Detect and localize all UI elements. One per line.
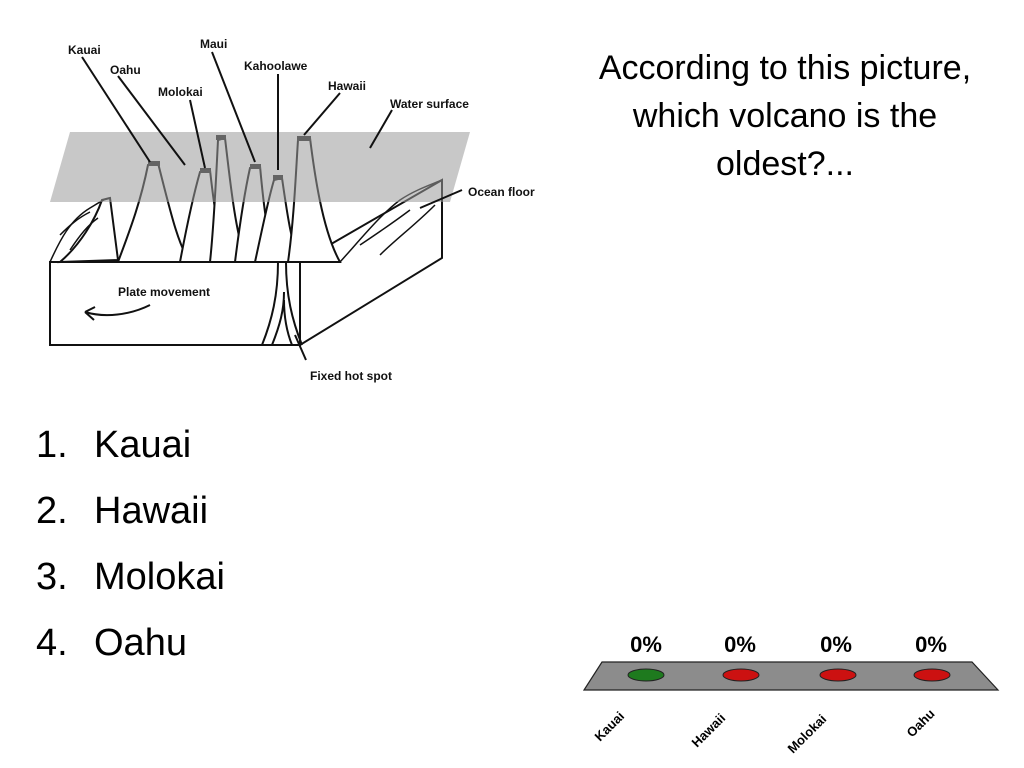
label-kahoolawe: Kahoolawe bbox=[244, 59, 308, 73]
hot-spot-plume bbox=[261, 261, 303, 346]
crust-block bbox=[49, 178, 443, 347]
answer-number: 1. bbox=[36, 424, 68, 466]
poll-label-hawaii: Hawaii bbox=[689, 710, 729, 750]
poll-results: 0% 0% 0% 0% Kauai Hawaii Molokai Oahu bbox=[582, 632, 1000, 756]
poll-label-kauai: Kauai bbox=[592, 708, 628, 744]
answer-number: 4. bbox=[36, 622, 68, 664]
answer-text: Molokai bbox=[94, 556, 225, 598]
label-fixed-hot-spot: Fixed hot spot bbox=[310, 369, 392, 383]
poll-platform bbox=[582, 661, 1000, 691]
poll-marker-kauai bbox=[627, 668, 665, 682]
label-kauai: Kauai bbox=[68, 43, 101, 57]
poll-percent-oahu: 0% bbox=[915, 632, 947, 657]
answer-text: Kauai bbox=[94, 424, 192, 466]
poll-percent-kauai: 0% bbox=[630, 632, 662, 657]
label-hawaii: Hawaii bbox=[328, 79, 366, 93]
plate-movement-arrow bbox=[84, 304, 151, 321]
label-maui: Maui bbox=[200, 37, 227, 51]
question-text: According to this picture, which volcano… bbox=[598, 49, 972, 183]
poll-marker-hawaii bbox=[722, 668, 760, 682]
label-water-surface: Water surface bbox=[390, 97, 469, 111]
poll-label-molokai: Molokai bbox=[785, 711, 830, 756]
answer-number: 3. bbox=[36, 556, 68, 598]
answer-item[interactable]: 2. Hawaii bbox=[36, 478, 225, 544]
label-ocean-floor: Ocean floor bbox=[468, 185, 535, 199]
answer-item[interactable]: 3. Molokai bbox=[36, 544, 225, 610]
poll-percent-hawaii: 0% bbox=[724, 632, 756, 657]
water-surface-plane bbox=[50, 132, 470, 202]
poll-percent-molokai: 0% bbox=[820, 632, 852, 657]
poll-marker-molokai bbox=[819, 668, 857, 682]
answer-text: Oahu bbox=[94, 622, 187, 664]
poll-label-oahu: Oahu bbox=[904, 706, 938, 740]
leader-lines bbox=[81, 51, 463, 361]
label-plate-movement: Plate movement bbox=[118, 285, 210, 299]
answer-number: 2. bbox=[36, 490, 68, 532]
answer-text: Hawaii bbox=[94, 490, 209, 532]
volcano-cross-section-diagram: Kauai Oahu Molokai Maui Kahoolawe Hawaii… bbox=[49, 37, 535, 383]
answer-list: 1. Kauai 2. Hawaii 3. Molokai 4. Oahu bbox=[36, 412, 225, 676]
answer-item[interactable]: 4. Oahu bbox=[36, 610, 225, 676]
label-oahu: Oahu bbox=[110, 63, 141, 77]
answer-item[interactable]: 1. Kauai bbox=[36, 412, 225, 478]
label-molokai: Molokai bbox=[158, 85, 203, 99]
poll-marker-oahu bbox=[913, 668, 951, 682]
